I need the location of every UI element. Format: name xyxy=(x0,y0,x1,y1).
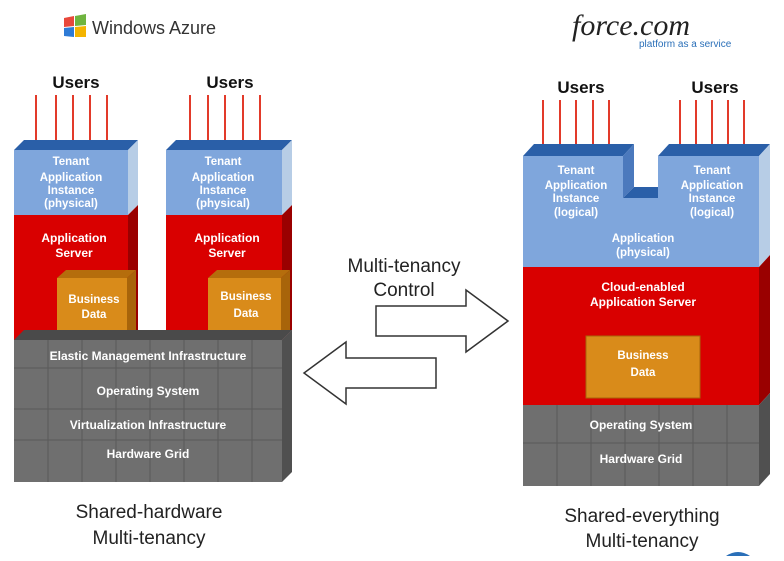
svg-text:Business: Business xyxy=(617,350,668,362)
application-physical-label-2: (physical) xyxy=(616,247,670,259)
windows-flag-icon xyxy=(64,14,86,37)
tenant-instance-left-2: Tenant Application Instance (physical) xyxy=(166,140,292,215)
left-stack: Users Users Tenant Application Instance … xyxy=(14,73,292,549)
control-label-line-1: Multi-tenancy xyxy=(348,256,461,277)
tenant-instance-left-1: Tenant Application Instance (physical) xyxy=(14,140,138,215)
user-lines-right-2 xyxy=(679,100,745,152)
business-data-left-1: Business Data xyxy=(57,270,136,339)
tenant-instance-right-1: Tenant Application Instance (logical) xyxy=(545,165,608,219)
hardware-grid-layer-left: Hardware Grid xyxy=(107,447,190,461)
left-caption-line-1: Shared-hardware xyxy=(76,502,223,523)
right-arrow-icon xyxy=(375,288,510,354)
force-com-tagline: platform as a service xyxy=(639,39,732,50)
svg-text:Instance: Instance xyxy=(48,185,95,197)
users-label-left-1: Users xyxy=(52,73,99,92)
svg-text:(logical): (logical) xyxy=(554,207,598,219)
operating-system-layer-right: Operating System xyxy=(590,418,693,432)
svg-text:Application Server: Application Server xyxy=(590,295,696,309)
multi-tenancy-control: Multi-tenancy Control xyxy=(302,256,510,406)
svg-text:Tenant: Tenant xyxy=(694,165,731,177)
control-label-line-2: Control xyxy=(373,280,434,301)
svg-text:Server: Server xyxy=(55,246,93,260)
infrastructure-layers-right: Operating System Hardware Grid xyxy=(523,393,770,486)
right-stack: Users Users Tenant Applicatio xyxy=(523,78,770,556)
user-lines-left-2 xyxy=(189,95,261,140)
elastic-management-layer: Elastic Management Infrastructure xyxy=(50,349,247,363)
force-com-brand: force.com xyxy=(572,9,690,42)
svg-text:Tenant: Tenant xyxy=(53,156,90,168)
svg-text:(logical): (logical) xyxy=(690,207,734,219)
svg-text:(physical): (physical) xyxy=(44,198,98,210)
users-label-left-2: Users xyxy=(206,73,253,92)
tenant-instance-right-2: Tenant Application Instance (logical) xyxy=(681,165,744,219)
users-label-right-2: Users xyxy=(691,78,738,97)
svg-text:Application: Application xyxy=(41,231,106,245)
svg-text:Cloud-enabled: Cloud-enabled xyxy=(601,280,684,294)
force-com-logo: force.com platform as a service xyxy=(572,9,732,50)
svg-text:(physical): (physical) xyxy=(196,198,250,210)
left-arrow-icon xyxy=(302,340,437,406)
left-caption-line-2: Multi-tenancy xyxy=(93,528,206,549)
svg-text:Application: Application xyxy=(194,231,259,245)
users-label-right-1: Users xyxy=(557,78,604,97)
infrastructure-layers-left: Elastic Management Infrastructure Operat… xyxy=(14,330,292,482)
svg-text:Instance: Instance xyxy=(689,193,736,205)
application-physical-block: Tenant Application Instance (logical) Te… xyxy=(523,144,770,267)
svg-text:Data: Data xyxy=(234,308,260,320)
svg-text:Tenant: Tenant xyxy=(205,156,242,168)
right-caption-line-1: Shared-everything xyxy=(564,506,719,527)
svg-text:Business: Business xyxy=(220,291,271,303)
svg-text:Application: Application xyxy=(681,180,744,192)
business-data-left-2: Business Data xyxy=(208,270,290,339)
corner-mark-icon xyxy=(726,552,750,556)
virtualization-layer: Virtualization Infrastructure xyxy=(70,418,227,432)
svg-text:Application: Application xyxy=(40,172,103,184)
svg-text:Application: Application xyxy=(192,172,255,184)
hardware-grid-layer-right: Hardware Grid xyxy=(600,452,683,466)
svg-text:Instance: Instance xyxy=(200,185,247,197)
business-data-right: Business Data xyxy=(585,335,701,399)
svg-text:Instance: Instance xyxy=(553,193,600,205)
windows-azure-logo: Windows Azure xyxy=(64,14,216,38)
svg-text:Data: Data xyxy=(82,309,108,321)
svg-text:Tenant: Tenant xyxy=(558,165,595,177)
user-lines-left-1 xyxy=(35,95,108,140)
application-physical-label-1: Application xyxy=(612,233,675,245)
operating-system-layer-left: Operating System xyxy=(97,384,200,398)
svg-text:Business: Business xyxy=(68,294,119,306)
svg-text:Server: Server xyxy=(208,246,246,260)
right-caption-line-2: Multi-tenancy xyxy=(586,531,699,552)
svg-text:Data: Data xyxy=(631,367,657,379)
windows-azure-text: Windows Azure xyxy=(92,18,216,38)
svg-text:Application: Application xyxy=(545,180,608,192)
user-lines-right-1 xyxy=(542,100,610,152)
